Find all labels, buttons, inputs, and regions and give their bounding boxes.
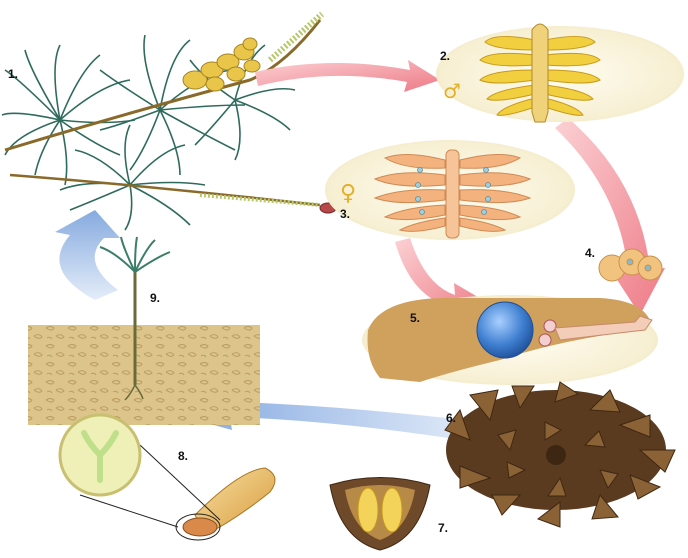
label-step-9: 9.: [150, 291, 160, 305]
label-step-8: 8.: [178, 449, 188, 463]
needle-cluster-3: [60, 125, 205, 230]
mature-seed-cone: [445, 382, 675, 527]
female-symbol: ♀: [340, 181, 356, 206]
label-step-7: 7.: [438, 521, 448, 535]
label-step-5: 5.: [410, 311, 420, 325]
label-step-2: 2.: [440, 49, 450, 63]
arrow-9-to-1: [55, 210, 120, 300]
male-symbol: ♂: [443, 79, 461, 103]
soil-block: [28, 325, 260, 425]
winged-seed-detail: [60, 415, 275, 540]
ovulate-cone-bubble: ♀: [325, 140, 575, 240]
branch-tip-shoot: [270, 14, 322, 60]
arrow-2-to-4: [555, 118, 665, 315]
seed-body: [183, 518, 217, 536]
fertilization-bubble: [362, 295, 658, 385]
pollen-cone-axis: [532, 24, 548, 122]
needle-cluster-1: [2, 45, 135, 185]
label-step-4: 4.: [585, 246, 595, 260]
seed-section: [330, 478, 430, 551]
label-step-6: 6.: [446, 411, 456, 425]
label-step-3: 3.: [340, 207, 350, 221]
egg-cell: [477, 302, 533, 358]
pine-branch: [2, 14, 336, 230]
label-step-1: 1.: [8, 67, 18, 81]
ovulate-cone-axis: [446, 150, 459, 238]
arrow-1-to-2: [255, 60, 440, 92]
pollen-cone-bubble: ♂: [436, 24, 684, 122]
branch-twig: [5, 20, 320, 150]
